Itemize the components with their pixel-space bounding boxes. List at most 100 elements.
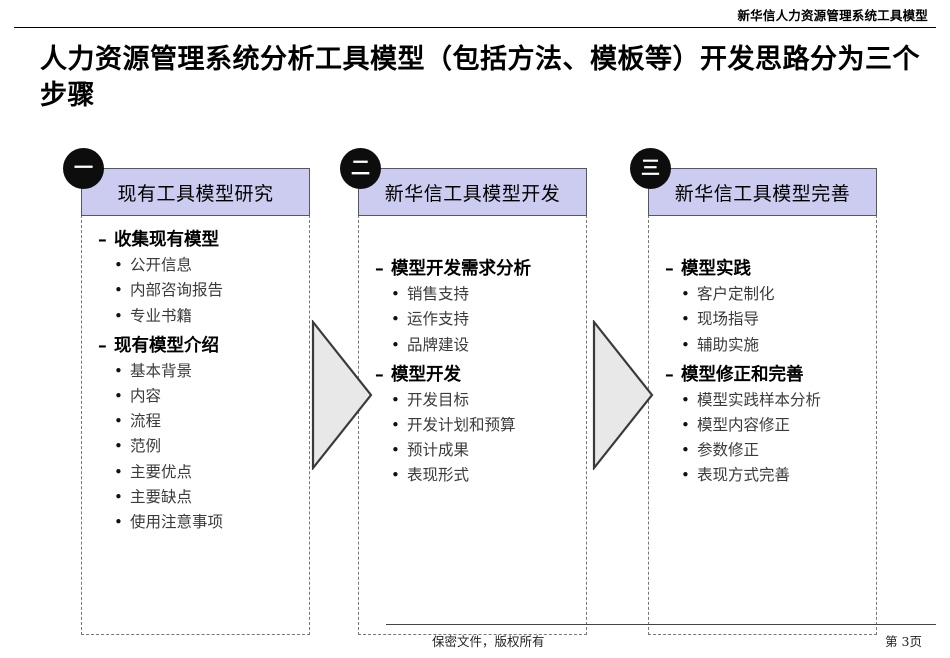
bullet-glyph: • xyxy=(114,512,123,531)
dash-glyph: – xyxy=(98,335,107,356)
bullet-glyph: • xyxy=(114,256,123,275)
list-item: •模型内容修正 xyxy=(681,413,876,438)
list-item: • 辅助实施 xyxy=(681,333,876,358)
step-1-badge: 一 xyxy=(63,148,104,189)
list-item-label: 专业书籍 xyxy=(130,306,193,325)
step-1-group-2: –现有模型介绍 •基本背景 •内容 •流程 •范例 •主要优点 •主要缺点 •使… xyxy=(82,334,309,535)
list-item: • 专业书籍 xyxy=(114,304,309,329)
list-item-label: 品牌建设 xyxy=(407,335,470,354)
bullet-glyph: • xyxy=(681,416,690,435)
list-item: • 基本背景 xyxy=(114,359,309,384)
group-title-text: 收集现有模型 xyxy=(114,230,219,250)
list-item-label: 参数修正 xyxy=(697,441,760,460)
list-item: •内容 xyxy=(114,384,309,409)
list-item: • 主要缺点 xyxy=(114,485,309,510)
step-1-group-2-list: •基本背景 •内容 •流程 •范例 •主要优点 •主要缺点 •使用注意事项 xyxy=(82,359,309,535)
list-item-label: 公开信息 xyxy=(130,256,193,275)
step-2-heading: 新华信工具模型开发 xyxy=(384,182,561,205)
list-item-label: 范例 xyxy=(130,437,162,456)
header-title: 新华信人力资源管理系统工具模型 xyxy=(737,8,928,23)
step-2-group-1: –模型开发需求分析 •销售支持 •运作支持 •品牌建设 xyxy=(359,257,586,358)
step-3-group-1: –模型实践 • 客户定制化 •现场指导 • 辅助实施 xyxy=(649,257,876,358)
list-item: •流程 xyxy=(114,409,309,434)
list-item-label: 客户定制化 xyxy=(697,285,775,304)
page-title: 人力资源管理系统分析工具模型（包括方法、模板等）开发思路分为三个步骤 xyxy=(40,44,920,112)
list-item: •现场指导 xyxy=(681,307,876,332)
bullet-glyph: • xyxy=(391,335,400,354)
step-3-group-1-title: –模型实践 xyxy=(649,257,876,282)
step-2-badge: 二 xyxy=(340,148,381,189)
step-3-badge-number: 三 xyxy=(640,157,660,179)
list-item-label: 基本背景 xyxy=(130,362,193,381)
step-3-badge: 三 xyxy=(630,148,671,189)
list-item-label: 辅助实施 xyxy=(697,335,760,354)
list-item-label: 表现形式 xyxy=(407,466,470,485)
step-2-group-2: –模型开发 • 开发目标 • 开发计划和预算 • 预计成果 • 表现形式 xyxy=(359,363,586,489)
list-item: • 模型实践样本分析 xyxy=(681,388,876,413)
list-item: •销售支持 xyxy=(391,282,586,307)
bullet-glyph: • xyxy=(681,391,690,410)
bullet-glyph: • xyxy=(681,285,690,304)
step-1-group-1: –收集现有模型 • 公开信息 •内部咨询报告 • 专业书籍 xyxy=(82,228,309,329)
list-item: • 客户定制化 xyxy=(681,282,876,307)
step-3-header[interactable]: 三 新华信工具模型完善 xyxy=(630,148,877,216)
step-1-group-2-title: –现有模型介绍 xyxy=(82,334,309,359)
list-item: • 预计成果 xyxy=(391,438,586,463)
step-3-body: –模型实践 •客户定制化 •现场指导 •辅助实施 –模型修正和完善 •模型实践样… xyxy=(648,215,877,635)
step-2-group-1-list: •销售支持 •运作支持 •品牌建设 xyxy=(359,282,586,357)
list-item-label: 流程 xyxy=(130,412,162,431)
step-column-3: 三 新华信工具模型完善 –模型实践 • 客户定制化 •现场指导 • 辅助实施 –模型… xyxy=(630,148,877,635)
bullet-glyph: • xyxy=(114,387,123,406)
bullet-glyph: • xyxy=(391,441,400,460)
header-divider xyxy=(14,27,936,28)
step-1-body: –收集现有模型 •公开信息 •内部咨询报告 •专业书籍 –现有模型介绍 •基本背… xyxy=(81,215,310,635)
list-item-label: 开发计划和预算 xyxy=(407,416,516,435)
list-item: •参数修正 xyxy=(681,438,876,463)
list-item-label: 开发目标 xyxy=(407,391,470,410)
list-item: • 品牌建设 xyxy=(391,333,586,358)
bullet-glyph: • xyxy=(391,466,400,485)
list-item: •范例 xyxy=(114,434,309,459)
bullet-glyph: • xyxy=(391,391,400,410)
list-item: •内部咨询报告 xyxy=(114,278,309,303)
bullet-glyph: • xyxy=(391,310,400,329)
step-1-header[interactable]: 一 现有工具模型研究 xyxy=(63,148,310,216)
bullet-glyph: • xyxy=(681,335,690,354)
bullet-glyph: • xyxy=(391,285,400,304)
step-2-group-2-title: –模型开发 xyxy=(359,363,586,388)
bullet-glyph: • xyxy=(391,416,400,435)
step-3-group-2-list: •模型实践样本分析 •模型内容修正 •参数修正 •表现方式完善 xyxy=(649,388,876,488)
step-1-group-1-title: –收集现有模型 xyxy=(82,228,309,253)
bullet-glyph: • xyxy=(114,362,123,381)
dash-glyph: – xyxy=(98,230,107,250)
footer-divider xyxy=(386,624,936,625)
group-title-text: 模型修正和完善 xyxy=(681,364,804,385)
list-item: • 公开信息 xyxy=(114,253,309,278)
list-item-label: 模型实践样本分析 xyxy=(697,391,822,410)
step-1-badge-number: 一 xyxy=(73,157,93,179)
list-item: •表现方式完善 xyxy=(681,463,876,488)
list-item: • 开发计划和预算 xyxy=(391,413,586,438)
step-1-heading: 现有工具模型研究 xyxy=(117,182,274,205)
group-title-text: 模型开发需求分析 xyxy=(391,259,531,279)
list-item: • 开发目标 xyxy=(391,388,586,413)
step-3-group-2: –模型修正和完善 •模型实践样本分析 •模型内容修正 •参数修正 •表现方式完善 xyxy=(649,363,876,489)
step-2-group-2-list: • 开发目标 • 开发计划和预算 • 预计成果 • 表现形式 xyxy=(359,388,586,488)
step-2-group-1-title: –模型开发需求分析 xyxy=(359,257,586,282)
group-title-text: 现有模型介绍 xyxy=(114,335,219,356)
step-2-badge-number: 二 xyxy=(350,157,370,179)
arrow-right-icon xyxy=(592,318,654,472)
step-column-2: 二 新华信工具模型开发 –模型开发需求分析 •销售支持 •运作支持 •品牌建设 … xyxy=(340,148,587,635)
list-item-label: 主要缺点 xyxy=(130,487,193,506)
bullet-glyph: • xyxy=(681,310,690,329)
arrow-step-1-to-2 xyxy=(311,318,373,474)
bullet-glyph: • xyxy=(114,281,123,300)
footer-confidential-note: 保密文件，版权所有 xyxy=(432,634,545,649)
page-header: 新华信人力资源管理系统工具模型 xyxy=(0,0,950,30)
list-item: •使用注意事项 xyxy=(114,510,309,535)
bullet-glyph: • xyxy=(114,306,123,325)
step-2-header[interactable]: 二 新华信工具模型开发 xyxy=(340,148,587,216)
list-item-label: 预计成果 xyxy=(407,441,470,460)
footer-page-number: 第 3页 xyxy=(885,634,922,649)
bullet-glyph: • xyxy=(114,487,123,506)
